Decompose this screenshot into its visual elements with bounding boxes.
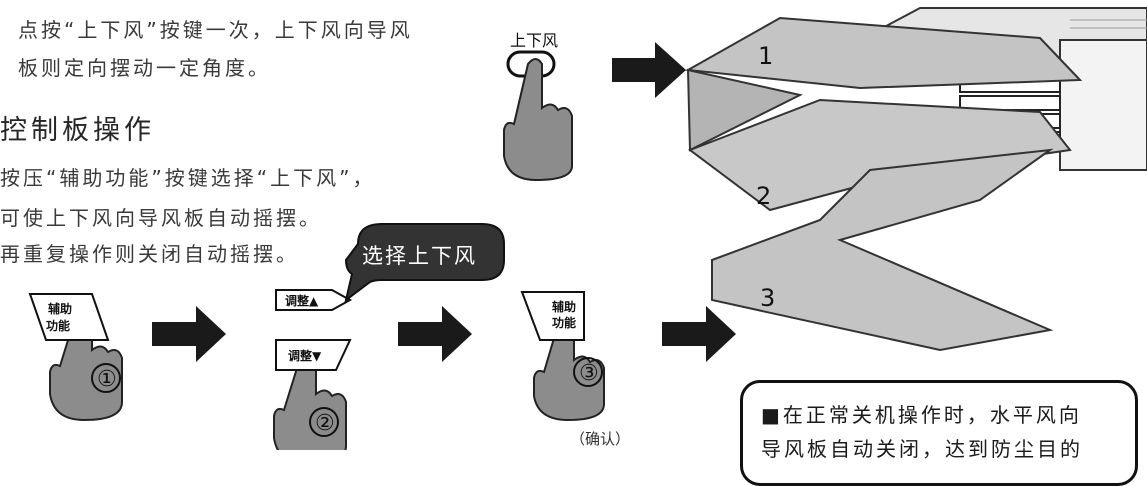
note-line-2: 导风板自动关闭，达到防尘目的 [761,437,1083,461]
hand-icon-step-2 [273,346,347,450]
airflow-label-3: 3 [760,284,775,312]
airflow-1 [684,16,1083,152]
speech-bubble [344,223,505,303]
svg-text:调整▲: 调整▲ [285,293,319,308]
remote-key-label: 上下风 [510,31,558,50]
adjust-down-button: 调整▼ [275,339,352,371]
section-line-1: 按压“辅助功能”按键选择“上下风”， [0,166,376,190]
illustration: 1 2 3 上下风 ① ② ③ 辅助 功能 调整▲ [28,7,1147,450]
svg-text:辅助: 辅助 [48,301,72,316]
intro-line-2: 板则定向摆动一定角度。 [18,56,271,80]
section-heading: 控制板操作 [0,115,155,146]
svg-text:功能: 功能 [552,315,576,330]
arrow-1 [152,306,226,362]
section-line-3: 再重复操作则关闭自动摇摆。 [0,242,299,266]
step-number-3: ③ [579,361,599,386]
note-box: ■在正常关机操作时，水平风向 导风板自动关闭，达到防尘目的 [740,380,1138,486]
assist-button-3: 辅助 功能 [520,291,585,341]
svg-text:辅助: 辅助 [552,299,576,314]
assist-button-1: 辅助 功能 [28,293,110,341]
svg-text:功能: 功能 [46,318,70,333]
arrow-3 [662,306,736,362]
bubble-text: 选择上下风 [362,244,477,268]
hand-icons [49,58,605,450]
airflow-label-1: 1 [758,42,773,70]
step-number-1: ① [97,367,117,392]
airflow-label-2: 2 [756,182,771,210]
intro-line-1: 点按“上下风”按键一次，上下风向导风 [18,18,413,42]
svg-text:调整▼: 调整▼ [288,348,322,363]
hand-icon-step-3 [533,312,605,422]
hand-icon-remote [503,58,573,182]
arrow-2 [398,306,472,362]
section-line-2: 可使上下风向导风板自动摇摆。 [0,206,322,230]
step-number-2: ② [315,411,335,436]
airflow-2 [687,98,1072,212]
arrow-remote [612,42,686,98]
adjust-up-button: 调整▲ [275,289,353,311]
confirm-label: （确认） [570,430,631,448]
note-line-1: ■在正常关机操作时，水平风向 [761,403,1082,427]
arrows [152,42,736,362]
airflow-3 [711,148,1054,352]
step-circles [91,357,603,437]
